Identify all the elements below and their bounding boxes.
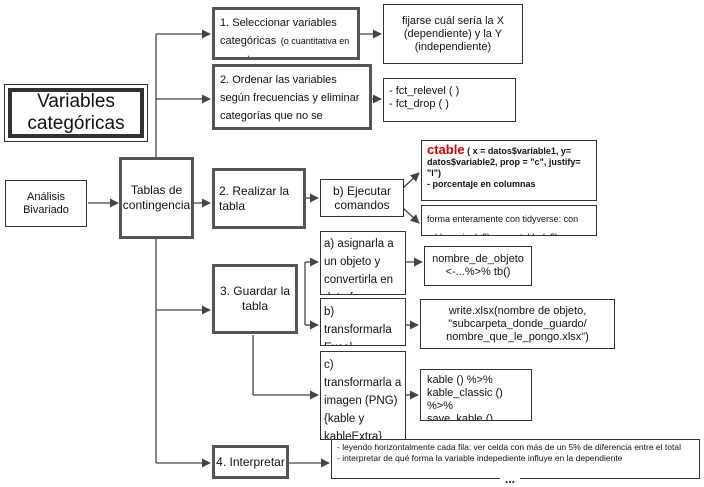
step1-node: 1. Seleccionar variables categóricas (o … (212, 7, 360, 60)
guardar-c-note: kable () %>% kable_classic () %>% save_k… (420, 369, 532, 421)
guardar-tabla-node: 3. Guardar la tabla (212, 264, 298, 334)
ellipsis-text: ... (504, 474, 515, 486)
guardar-b-note-text: write.xlsx(nombre de objeto, "subcarpeta… (446, 304, 589, 343)
step1-note: fijarse cuál sería la X (dependiente) y … (383, 4, 523, 64)
guardar-b-node: b) transformarla Excel (320, 298, 406, 346)
step2-label: 2. Ordenar las variables según frecuenci… (220, 74, 360, 122)
step1-label: 1. Seleccionar variables categóricas (220, 17, 337, 47)
guardar-c-note-line: save_kable () (427, 413, 494, 421)
interpretar-node: 4. Interpretar (212, 445, 289, 479)
guardar-b-note: write.xlsx(nombre de objeto, "subcarpeta… (420, 299, 615, 349)
step2-node: 2. Ordenar las variables según frecuenci… (212, 64, 372, 130)
analisis-bivariado-node: Análisis Bivariado (5, 180, 87, 227)
diagram-title: Variables categóricas (27, 91, 125, 134)
guardar-c-note-line: kable_classic () %>% (427, 387, 503, 412)
tablas-contingencia-node: Tablas de contingencia (119, 157, 194, 239)
tidy-note: forma enteramente con tidyverse: con add… (421, 205, 597, 236)
interpretar-note: - leyendo horizontalmente cada fila: ver… (331, 439, 700, 479)
interpretar-label: 4. Interpretar (216, 454, 285, 469)
guardar-b-label: b) transformarla Excel (324, 306, 392, 345)
ctable-note: ctable ( x = datos$variable1, y= datos$v… (421, 140, 597, 201)
guardar-a-note: nombre_de_objeto <-...%>% tb() (424, 246, 532, 286)
guardar-c-note-line: kable () %>% (427, 374, 493, 386)
interpretar-note-line: - leyendo horizontalmente cada fila: ver… (337, 442, 681, 452)
step1-note-text: fijarse cuál sería la X (dependiente) y … (401, 14, 505, 53)
tablas-contingencia-label: Tablas de contingencia (122, 183, 191, 212)
step2-note-line: - fct_drop ( ) (389, 98, 449, 110)
title-box: Variables categóricas (4, 84, 148, 142)
guardar-c-node: c) transformarla a imagen (PNG) {kable y… (320, 351, 406, 440)
tidy-note-text: forma enteramente con tidyverse: con add… (427, 214, 579, 235)
guardar-a-note-text: nombre_de_objeto <-...%>% tb() (432, 253, 524, 278)
ctable-function-name: ctable (427, 142, 465, 157)
guardar-a-label: a) asignarla a un objeto y convertirla e… (324, 238, 394, 294)
guardar-a-node: a) asignarla a un objeto y convertirla e… (320, 231, 406, 295)
step2-note: - fct_relevel ( ) - fct_drop ( ) (383, 78, 516, 122)
realizar-tabla-label: 2. Realizar la tabla (219, 183, 290, 213)
step1-label-small: (o cuantitativa en rangos) (220, 36, 350, 60)
interpretar-note-line: - interpretar de qué forma la variable i… (337, 453, 623, 463)
guardar-c-label: c) transformarla a imagen (PNG) {kable y… (324, 359, 402, 440)
realizar-tabla-node: 2. Realizar la tabla (212, 168, 306, 229)
step2-note-line: - fct_relevel ( ) (389, 85, 460, 97)
analisis-bivariado-label: Análisis Bivariado (23, 190, 69, 216)
ctable-note-text: - porcentaje en columnas (427, 179, 536, 189)
ejecutar-comandos-node: b) Ejecutar comandos (320, 179, 404, 217)
ctable-args: ( x = datos$variable1, y= datos$variable… (427, 146, 581, 178)
ejecutar-comandos-label: b) Ejecutar comandos (332, 184, 392, 212)
ellipsis: ... (500, 474, 520, 487)
guardar-tabla-label: 3. Guardar la tabla (219, 284, 291, 313)
